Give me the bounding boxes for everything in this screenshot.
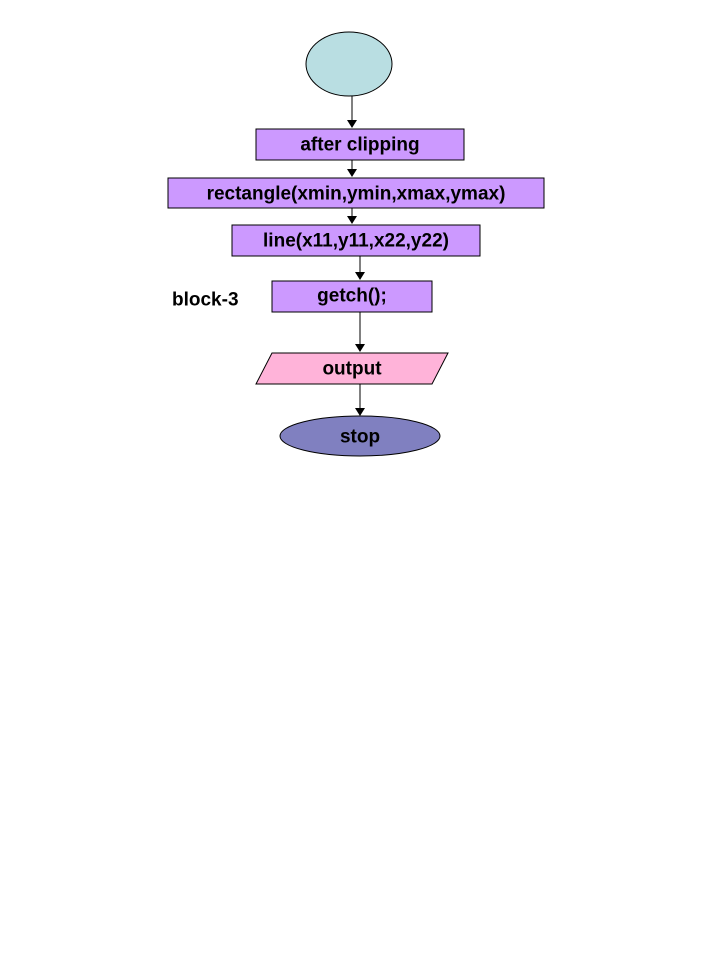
rectangle-call-node: rectangle(xmin,ymin,xmax,ymax): [167, 177, 545, 209]
output-parallelogram: [255, 352, 449, 385]
after-clipping-node: after clipping: [255, 128, 465, 161]
getch-call-label: getch();: [317, 286, 387, 307]
rectangle-call-box: [167, 177, 545, 209]
rectangle-call-label: rectangle(xmin,ymin,xmax,ymax): [207, 184, 506, 205]
line-call-box: [231, 224, 481, 257]
getch-call-box: [271, 280, 433, 313]
stop-node: stop: [279, 415, 441, 457]
after-clipping-label: after clipping: [300, 135, 419, 156]
line-call-node: line(x11,y11,x22,y22): [231, 224, 481, 257]
output-node: output: [255, 352, 449, 385]
stop-label: stop: [340, 427, 380, 448]
block-label: block-3: [172, 290, 239, 311]
output-label: output: [322, 359, 382, 380]
start-ellipse: [305, 31, 393, 97]
line-call-label: line(x11,y11,x22,y22): [263, 231, 449, 252]
getch-call-node: getch();: [271, 280, 433, 313]
start-node: [305, 31, 393, 97]
after-clipping-box: [255, 128, 465, 161]
stop-ellipse: [279, 415, 441, 457]
